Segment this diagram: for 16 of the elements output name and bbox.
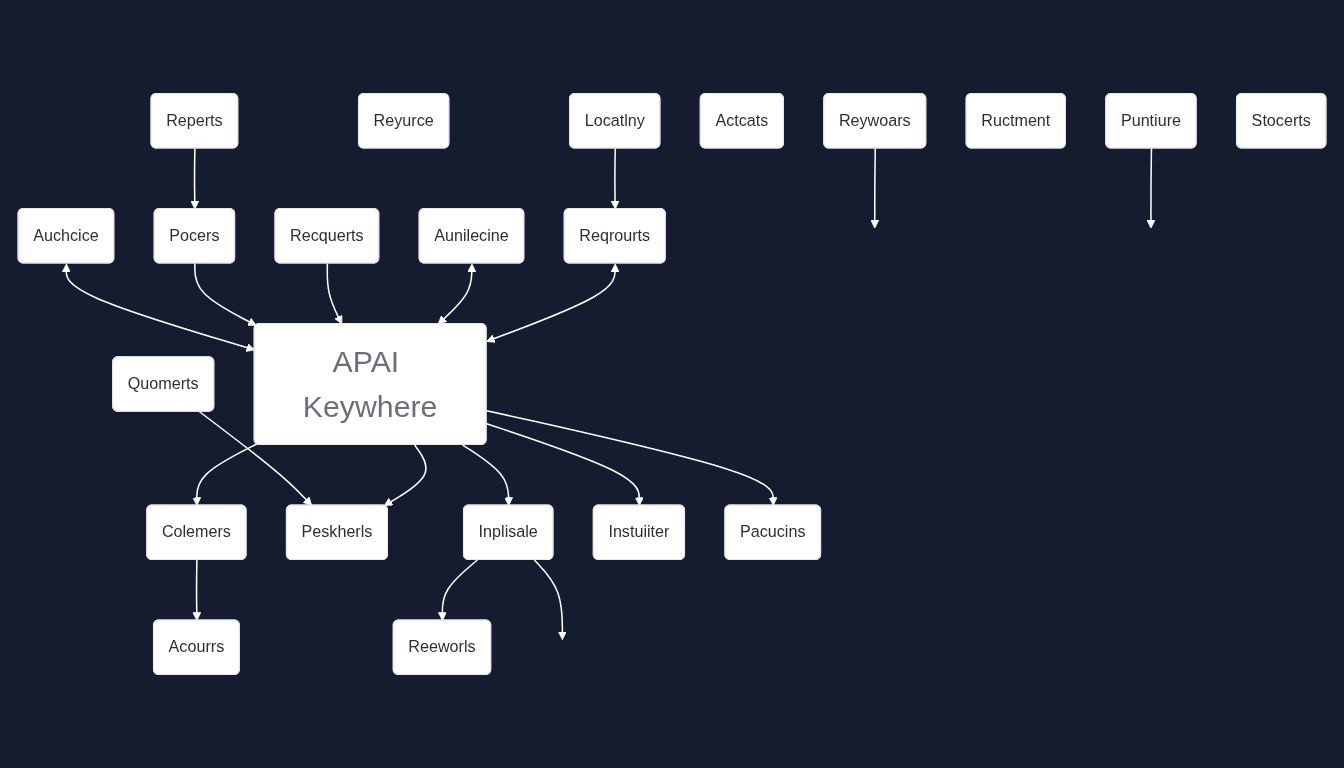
arrow [486, 263, 620, 343]
arrow [610, 147, 620, 210]
arrow [326, 262, 343, 325]
arrow [533, 559, 567, 641]
arrow [870, 147, 880, 229]
arrow [194, 262, 257, 326]
arrow [192, 443, 258, 506]
arrow [437, 559, 479, 621]
arrow [461, 444, 513, 506]
arrow [61, 263, 256, 352]
arrow [437, 263, 477, 325]
arrow [198, 411, 313, 506]
arrow [383, 444, 427, 507]
arrow [192, 559, 202, 621]
arrow [190, 147, 200, 210]
arrow [1146, 147, 1156, 229]
